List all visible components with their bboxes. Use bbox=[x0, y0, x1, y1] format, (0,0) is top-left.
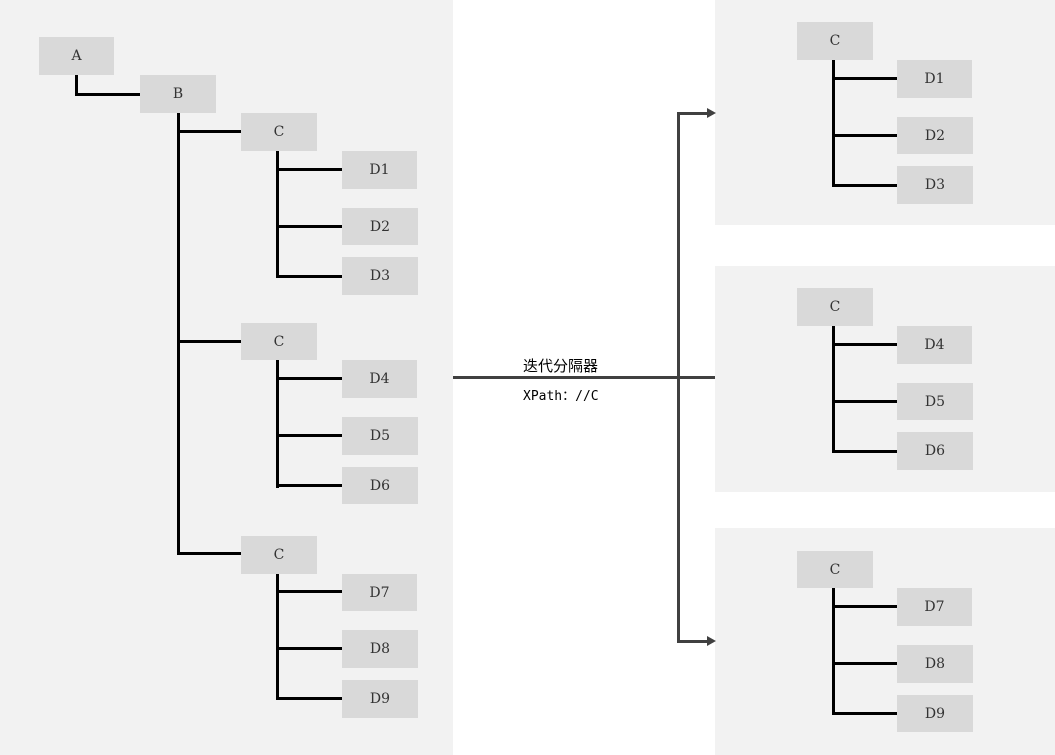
result1-node-d2: D2 bbox=[897, 117, 973, 154]
splitter-arrow-bottom-head bbox=[707, 636, 716, 646]
result1-to-d2 bbox=[832, 134, 897, 137]
connector-c3-trunk bbox=[276, 574, 279, 700]
result3-to-d8 bbox=[832, 662, 897, 665]
result3-node-d7: D7 bbox=[897, 588, 972, 626]
node-d8: D8 bbox=[342, 630, 418, 668]
connector-c1-trunk bbox=[276, 151, 279, 278]
splitter-xpath: XPath：//C bbox=[523, 389, 599, 404]
result2-node-d6: D6 bbox=[897, 432, 973, 470]
connector-c1-to-d1 bbox=[276, 168, 342, 171]
result2-trunk bbox=[832, 326, 835, 453]
node-b: B bbox=[140, 75, 216, 113]
connector-b-trunk bbox=[177, 113, 180, 555]
connector-c3-to-d9 bbox=[276, 697, 342, 700]
result1-trunk bbox=[832, 60, 835, 187]
node-c2: C bbox=[241, 323, 317, 360]
result-panel-1 bbox=[715, 0, 1055, 225]
splitter-arrow-top-line bbox=[677, 112, 707, 115]
connector-c1-to-d2 bbox=[276, 225, 342, 228]
node-d2: D2 bbox=[342, 208, 418, 245]
result1-node-d1: D1 bbox=[897, 60, 972, 98]
result3-node-d8: D8 bbox=[897, 645, 973, 683]
result3-to-d7 bbox=[832, 605, 897, 608]
connector-c2-to-d6 bbox=[276, 484, 342, 487]
node-d5: D5 bbox=[342, 417, 418, 455]
node-c3: C bbox=[241, 536, 317, 574]
result2-to-d4 bbox=[832, 343, 897, 346]
result1-node-d3: D3 bbox=[897, 166, 973, 204]
splitter-arrow-top-head bbox=[707, 108, 716, 118]
result3-node-d9: D9 bbox=[897, 695, 973, 732]
result1-to-d1 bbox=[832, 77, 897, 80]
result3-trunk bbox=[832, 588, 835, 715]
node-d7: D7 bbox=[342, 574, 417, 611]
node-d3: D3 bbox=[342, 257, 418, 295]
connector-b-to-c1 bbox=[177, 130, 241, 133]
splitter-branch-vertical bbox=[677, 112, 680, 643]
connector-c2-trunk bbox=[276, 360, 279, 488]
result1-to-d3 bbox=[832, 184, 897, 187]
node-d6: D6 bbox=[342, 467, 418, 504]
node-c1: C bbox=[241, 113, 317, 151]
result3-to-d9 bbox=[832, 712, 897, 715]
connector-c2-to-d4 bbox=[276, 377, 342, 380]
result2-to-d6 bbox=[832, 450, 897, 453]
node-d9: D9 bbox=[342, 680, 418, 718]
connector-a-to-b bbox=[75, 93, 140, 96]
result1-node-c: C bbox=[797, 22, 873, 60]
node-d4: D4 bbox=[342, 360, 417, 398]
node-a: A bbox=[39, 37, 114, 75]
node-d1: D1 bbox=[342, 151, 417, 189]
connector-c1-to-d3 bbox=[276, 275, 342, 278]
splitter-title: 迭代分隔器 bbox=[523, 357, 599, 375]
result-panel-3 bbox=[715, 528, 1055, 755]
connector-c3-to-d7 bbox=[276, 590, 342, 593]
splitter-main-line bbox=[453, 376, 715, 379]
result2-node-d5: D5 bbox=[897, 383, 973, 420]
connector-c2-to-d5 bbox=[276, 434, 342, 437]
splitter-arrow-bottom-line bbox=[677, 640, 707, 643]
result-panel-2 bbox=[715, 266, 1055, 492]
connector-b-to-c3 bbox=[177, 552, 241, 555]
connector-a-vertical bbox=[75, 75, 78, 96]
connector-c3-to-d8 bbox=[276, 647, 342, 650]
result2-node-d4: D4 bbox=[897, 326, 972, 364]
connector-b-to-c2 bbox=[177, 340, 241, 343]
result2-to-d5 bbox=[832, 400, 897, 403]
result2-node-c: C bbox=[797, 288, 873, 326]
result3-node-c: C bbox=[797, 551, 873, 588]
